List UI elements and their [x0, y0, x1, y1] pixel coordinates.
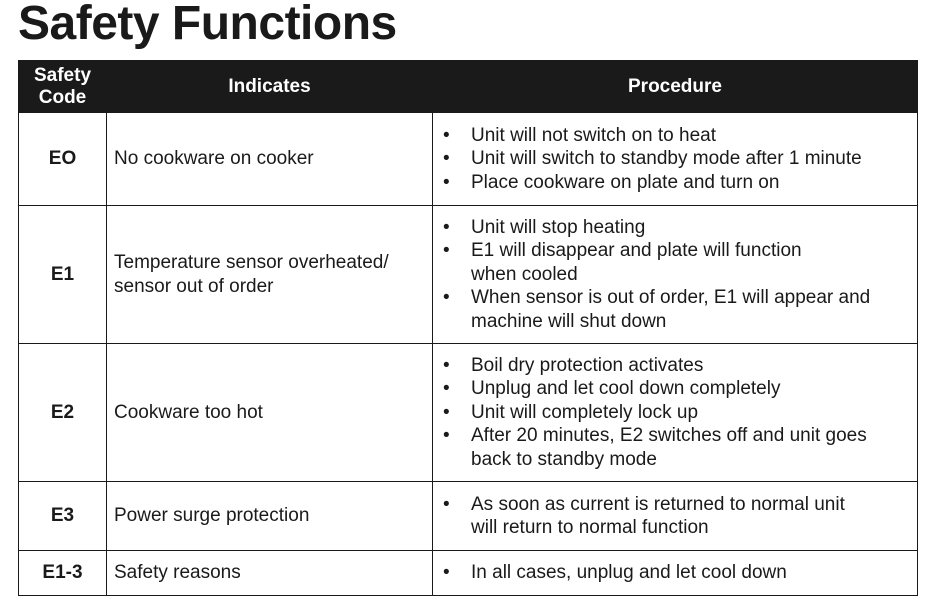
indicates-cell: Temperature sensor overheated/sensor out…	[106, 205, 433, 344]
procedure-line: back to standby mode	[471, 448, 657, 470]
indicates-cell: Safety reasons	[106, 550, 433, 596]
bullet-icon: •	[443, 171, 450, 193]
indicates-line: Safety reasons	[114, 562, 241, 584]
indicates-cell: No cookware on cooker	[106, 112, 433, 206]
procedure-item: • Unit will stop heating	[443, 216, 911, 240]
procedure-line: When sensor is out of order, E1 will app…	[471, 287, 871, 309]
procedure-item: • When sensor is out of order, E1 will ap…	[443, 286, 911, 333]
procedure-cell: • Boil dry protection activates • Unplug an…	[432, 343, 918, 482]
safety-code-cell: E1-3	[18, 550, 107, 596]
indicates-line: Power surge protection	[114, 505, 310, 527]
procedure-list: • Boil dry protection activates • Unplug an…	[443, 354, 911, 472]
indicates-cell: Power surge protection	[106, 481, 433, 551]
procedure-line: machine will shut down	[471, 310, 667, 332]
header-safety-code-line1: Safety	[33, 64, 92, 86]
header-safety-code-line2: Code	[38, 86, 87, 108]
procedure-cell: • Unit will not switch on to heat • Unit wi…	[432, 112, 918, 206]
procedure-item: • Place cookware on plate and turn on	[443, 171, 911, 195]
table-row: E2 Cookware too hot • Boil dry protection a…	[18, 343, 918, 482]
procedure-line: Boil dry protection activates	[471, 354, 704, 376]
procedure-list: • Unit will not switch on to heat • Unit wi…	[443, 124, 911, 195]
bullet-icon: •	[443, 562, 450, 584]
procedure-item: • Unit will switch to standby mode after …	[443, 147, 911, 171]
procedure-item: • Unplug and let cool down completely	[443, 377, 911, 401]
procedure-item: • As soon as current is returned to norma…	[443, 493, 911, 540]
procedure-item: • Boil dry protection activates	[443, 354, 911, 378]
safety-code-cell: E3	[18, 481, 107, 551]
procedure-line: Place cookware on plate and turn on	[471, 171, 780, 193]
header-safety-code: Safety Code	[18, 60, 107, 113]
header-indicates: Indicates	[106, 60, 433, 113]
indicates-line: sensor out of order	[114, 275, 274, 297]
procedure-line: In all cases, unplug and let cool down	[471, 562, 787, 584]
procedure-line: Unplug and let cool down completely	[471, 378, 781, 400]
bullet-icon: •	[443, 124, 450, 146]
safety-code-cell: E1	[18, 205, 107, 344]
procedure-item: • Unit will not switch on to heat	[443, 124, 911, 148]
indicates-line: Temperature sensor overheated/	[114, 252, 389, 273]
bullet-icon: •	[443, 240, 450, 262]
page-title: Safety Functions	[18, 0, 397, 50]
header-procedure: Procedure	[432, 60, 918, 113]
procedure-line: As soon as current is returned to normal…	[471, 493, 845, 515]
procedure-cell: • As soon as current is returned to norma…	[432, 481, 918, 551]
table-body: EO No cookware on cooker • Unit will not sw…	[18, 112, 918, 596]
bullet-icon: •	[443, 287, 450, 309]
procedure-list: • In all cases, unplug and let cool down	[443, 561, 911, 585]
indicates-line: No cookware on cooker	[114, 148, 314, 170]
procedure-list: • As soon as current is returned to norma…	[443, 493, 911, 540]
bullet-icon: •	[443, 425, 450, 447]
table-row: E3 Power surge protection • As soon as curr…	[18, 481, 918, 551]
procedure-line: will return to normal function	[471, 517, 709, 538]
procedure-line: After 20 minutes, E2 switches off and un…	[471, 425, 867, 447]
procedure-cell: • In all cases, unplug and let cool down	[432, 550, 918, 596]
table-header-row: Safety Code Indicates Procedure	[18, 60, 918, 113]
procedure-line: Unit will stop heating	[471, 216, 646, 238]
bullet-icon: •	[443, 148, 450, 170]
bullet-icon: •	[443, 493, 450, 515]
safety-functions-table: Safety Code Indicates Procedure EO No coo…	[18, 60, 918, 596]
indicates-cell: Cookware too hot	[106, 343, 433, 482]
table-row: EO No cookware on cooker • Unit will not sw…	[18, 112, 918, 206]
procedure-list: • Unit will stop heating • E1 will disappea…	[443, 216, 911, 334]
procedure-cell: • Unit will stop heating • E1 will disappea…	[432, 205, 918, 344]
table-row: E1-3 Safety reasons • In all cases, unplug …	[18, 550, 918, 596]
bullet-icon: •	[443, 354, 450, 376]
procedure-item: • In all cases, unplug and let cool down	[443, 561, 911, 585]
bullet-icon: •	[443, 378, 450, 400]
bullet-icon: •	[443, 216, 450, 238]
procedure-line: Unit will completely lock up	[471, 401, 699, 423]
procedure-line: Unit will switch to standby mode after 1…	[471, 148, 862, 170]
procedure-item: • Unit will completely lock up	[443, 401, 911, 425]
procedure-item: • E1 will disappear and plate will functi…	[443, 239, 911, 286]
indicates-line: Cookware too hot	[114, 401, 263, 423]
safety-code-cell: E2	[18, 343, 107, 482]
procedure-line: E1 will disappear and plate will functio…	[471, 240, 802, 262]
procedure-line: Unit will not switch on to heat	[471, 124, 717, 146]
bullet-icon: •	[443, 401, 450, 423]
safety-code-cell: EO	[18, 112, 107, 206]
procedure-item: • After 20 minutes, E2 switches off and u…	[443, 424, 911, 471]
procedure-line: when cooled	[471, 263, 578, 285]
